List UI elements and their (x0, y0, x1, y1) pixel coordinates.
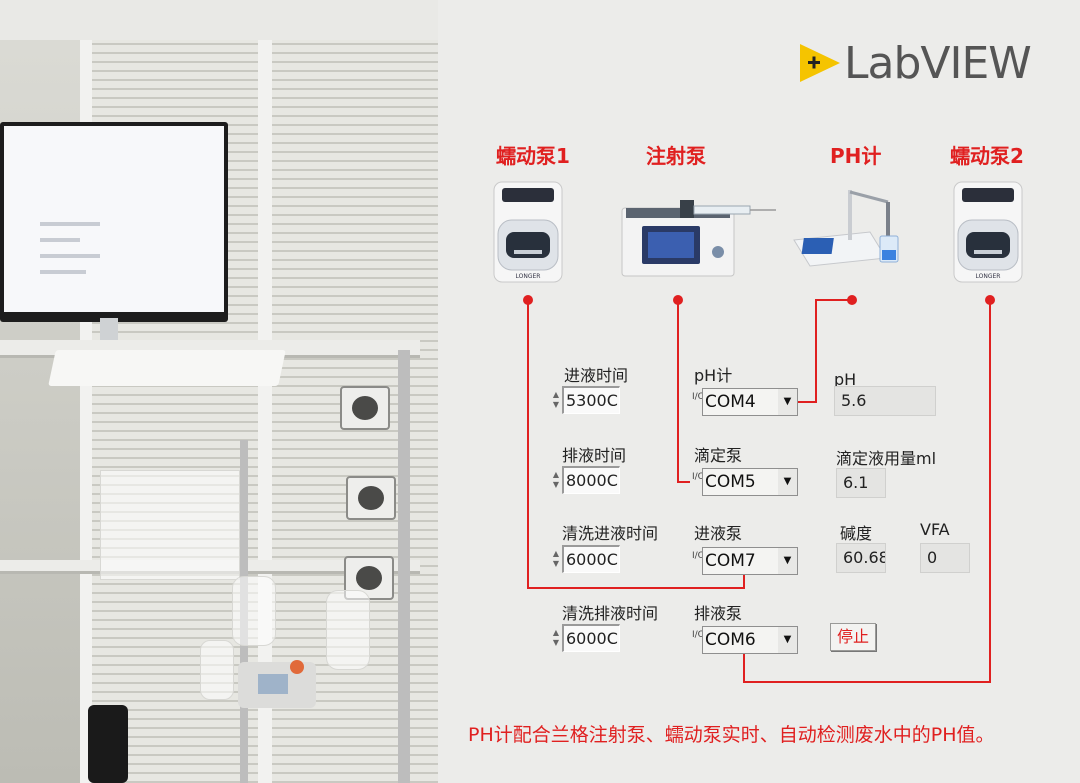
ph-meter-button (290, 660, 304, 674)
reagent-bottle (326, 590, 370, 670)
ph-indicator-label: pH (834, 370, 857, 389)
labview-panel: LabVIEW 蠕动泵1 注射泵 PH计 蠕动泵2 LONGER (438, 0, 1080, 783)
pump2-brand: LONGER (976, 273, 1001, 280)
syringe-pump-icon (621, 200, 776, 277)
decrement-icon[interactable]: ▼ (552, 400, 560, 409)
drain-time-value[interactable]: 8000C (562, 466, 620, 494)
sample-bottle (200, 640, 234, 700)
device-title-ph: PH计 (830, 144, 882, 168)
titrant-indicator: 6.1 (836, 468, 886, 498)
wash-drain-time-value[interactable]: 6000C (562, 624, 620, 652)
increment-icon[interactable]: ▲ (552, 549, 560, 558)
peristaltic-pump-icon: LONGER (493, 181, 563, 283)
increment-icon[interactable]: ▲ (552, 628, 560, 637)
increment-icon[interactable]: ▲ (552, 470, 560, 479)
ph-port-label: pH计 (694, 366, 733, 385)
io-icon: I/O (692, 630, 705, 640)
inlet-port-label: 进液泵 (694, 524, 743, 543)
spin-buttons[interactable]: ▲ ▼ (550, 549, 562, 569)
water-tank (100, 470, 240, 580)
alkalinity-label: 碱度 (840, 524, 873, 543)
labview-logo-icon (800, 44, 840, 82)
caption: PH计配合兰格注射泵、蠕动泵实时、自动检测废水中的PH值。 (468, 724, 995, 746)
dropdown-arrow-icon[interactable]: ▼ (778, 547, 798, 575)
titration-port-value[interactable]: COM5 (702, 468, 780, 496)
wash-inlet-time-value[interactable]: 6000C (562, 545, 620, 573)
dark-bottle (88, 705, 128, 783)
labview-logo: LabVIEW (800, 38, 1040, 90)
spin-buttons[interactable]: ▲ ▼ (550, 390, 562, 410)
device-title-pump1: 蠕动泵1 (496, 144, 570, 168)
keyboard (48, 350, 286, 386)
dropdown-arrow-icon[interactable]: ▼ (778, 626, 798, 654)
ph-port-value[interactable]: COM4 (702, 388, 780, 416)
titration-port-label: 滴定泵 (694, 446, 743, 465)
beaker (232, 576, 276, 646)
titration-port-select[interactable]: I/O COM5 ▼ (692, 468, 798, 496)
ph-meter-icon (793, 190, 899, 267)
wash-inlet-time-label: 清洗进液时间 (562, 524, 659, 543)
decrement-icon[interactable]: ▼ (552, 559, 560, 568)
decrement-icon[interactable]: ▼ (552, 480, 560, 489)
ph-port-select[interactable]: I/O COM4 ▼ (692, 388, 798, 416)
io-icon: I/O (692, 472, 705, 482)
screen-row (40, 270, 86, 274)
lab-photo (0, 0, 438, 783)
window-blinds (90, 0, 260, 783)
peristaltic-pump-icon: LONGER (953, 181, 1023, 283)
mounted-pump (340, 386, 390, 430)
inlet-port-select[interactable]: I/O COM7 ▼ (692, 547, 798, 575)
screen-row (40, 222, 100, 226)
device-title-syringe: 注射泵 (646, 144, 706, 168)
spin-buttons[interactable]: ▲ ▼ (550, 628, 562, 648)
ceiling (0, 0, 438, 40)
dropdown-arrow-icon[interactable]: ▼ (778, 388, 798, 416)
decrement-icon[interactable]: ▼ (552, 638, 560, 647)
inlet-time-value[interactable]: 5300C (562, 386, 620, 414)
pump1-brand: LONGER (516, 273, 541, 280)
mounted-pump (344, 556, 394, 600)
dropdown-arrow-icon[interactable]: ▼ (778, 468, 798, 496)
titrant-label: 滴定液用量ml (836, 449, 937, 468)
alkalinity-indicator: 60.68 (836, 543, 886, 573)
drain-time-label: 排液时间 (562, 446, 627, 465)
screen-row (40, 254, 100, 258)
monitor-screen (4, 126, 224, 312)
ph-meter-photo (238, 662, 316, 708)
mounted-pump (346, 476, 396, 520)
vfa-label: VFA (920, 520, 950, 539)
wash-drain-time-label: 清洗排液时间 (562, 604, 659, 623)
drain-port-label: 排液泵 (694, 604, 743, 623)
inlet-port-value[interactable]: COM7 (702, 547, 780, 575)
window-frame (80, 0, 92, 783)
ph-indicator: 5.6 (834, 386, 936, 416)
drain-port-select[interactable]: I/O COM6 ▼ (692, 626, 798, 654)
stop-button[interactable]: 停止 (830, 623, 876, 651)
io-icon: I/O (692, 392, 705, 402)
inlet-time-label: 进液时间 (564, 366, 629, 385)
logo-text: LabVIEW (844, 38, 1032, 89)
io-icon: I/O (692, 551, 705, 561)
computer-monitor (0, 122, 228, 322)
drain-port-value[interactable]: COM6 (702, 626, 780, 654)
increment-icon[interactable]: ▲ (552, 390, 560, 399)
ph-meter-display (258, 674, 288, 694)
rack-post (398, 350, 410, 783)
device-title-pump2: 蠕动泵2 (950, 144, 1024, 168)
screen-row (40, 238, 80, 242)
vfa-indicator: 0 (920, 543, 970, 573)
spin-buttons[interactable]: ▲ ▼ (550, 470, 562, 490)
